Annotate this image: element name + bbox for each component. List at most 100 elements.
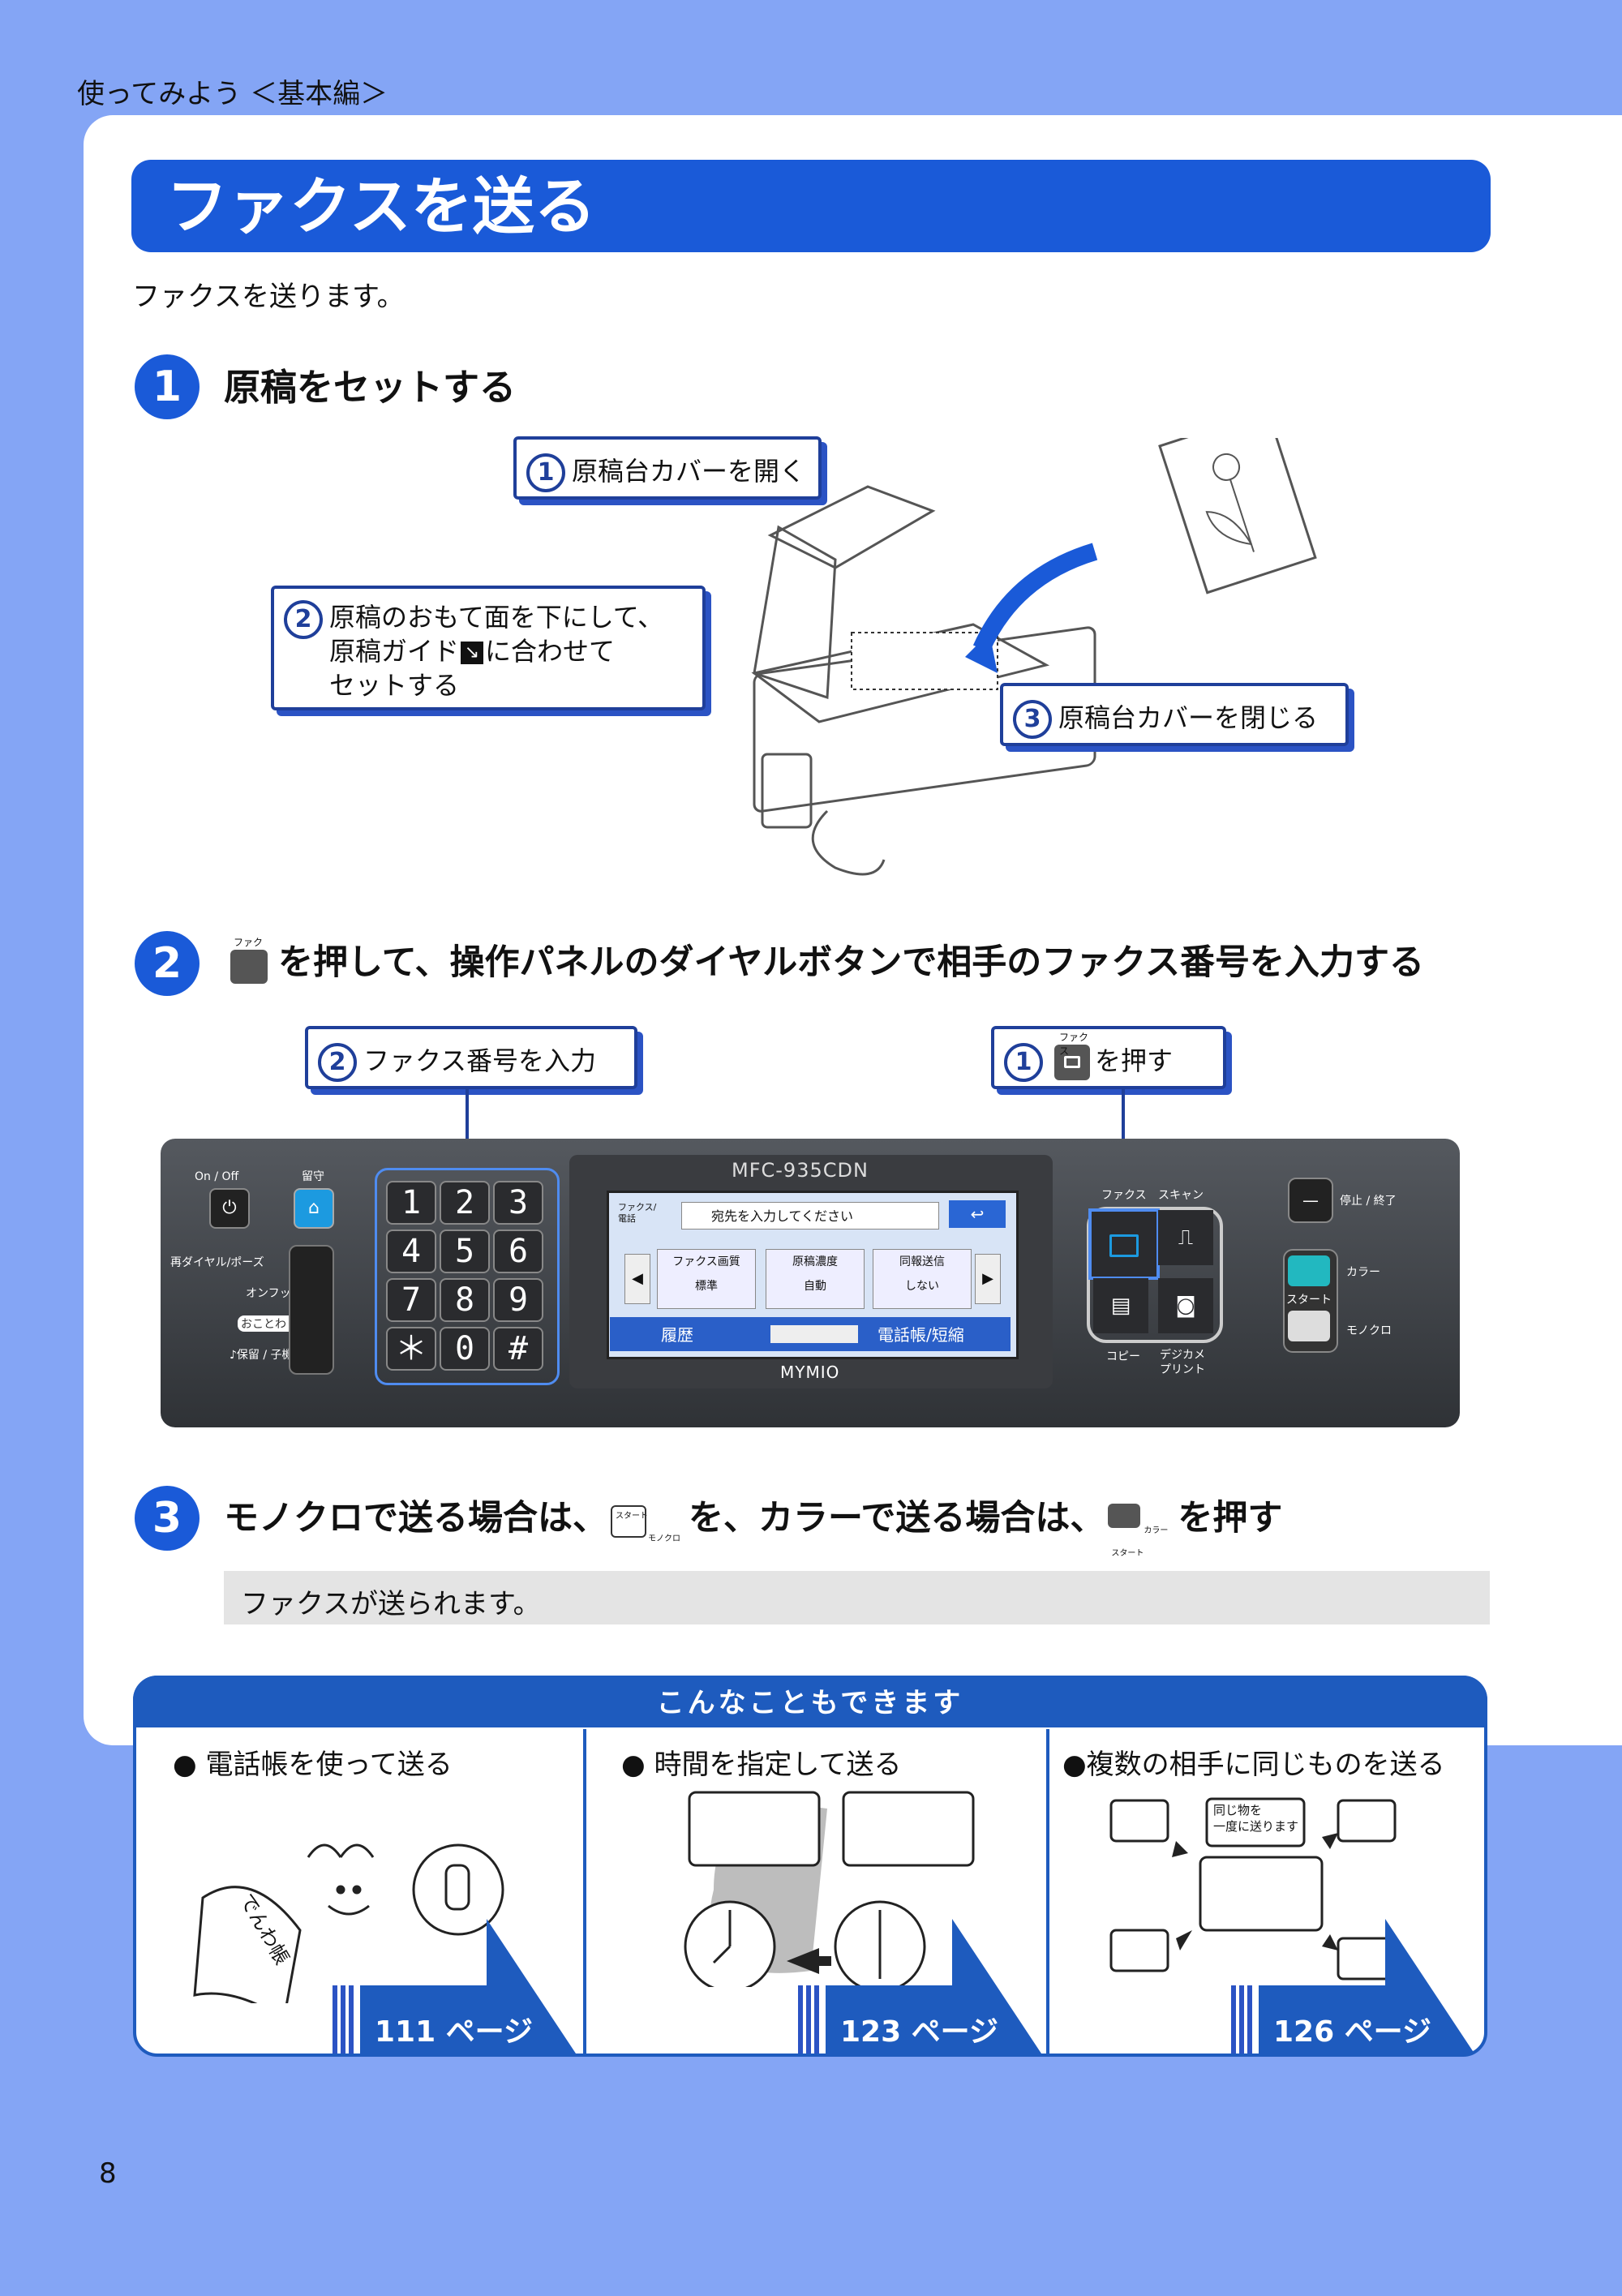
callout-number: 3 — [1013, 700, 1052, 739]
mono-start-button[interactable] — [1288, 1311, 1330, 1341]
page-arrow-111 — [333, 1919, 576, 2054]
guide-arrow-icon: ↘ — [461, 642, 484, 664]
back-button[interactable]: ↩ — [949, 1200, 1006, 1228]
copy-mode-label: コピー — [1106, 1350, 1140, 1363]
color-label: カラー — [1346, 1266, 1380, 1279]
brand-logo: MYMIO — [780, 1363, 840, 1382]
lcd-option-broadcast[interactable]: 同報送信しない — [873, 1249, 972, 1309]
step-1-title: 原稿をセットする — [224, 366, 517, 409]
lcd-right-arrow[interactable]: ▶ — [975, 1254, 1001, 1304]
okotowari-label: おことわり — [238, 1315, 301, 1332]
page-number: 8 — [99, 2157, 117, 2190]
page-link-126[interactable]: 126 ページ — [1273, 2015, 1431, 2049]
connector-line — [466, 1089, 469, 1170]
stop-button[interactable]: — — [1288, 1178, 1333, 1223]
result-note-bar — [224, 1571, 1490, 1624]
hold-label: ♪保留 / 子機 — [230, 1349, 294, 1362]
start-label: スタート — [1286, 1294, 1332, 1307]
answer-label: 留守 — [302, 1170, 324, 1183]
key-8[interactable]: 8 — [440, 1278, 490, 1322]
callout-number: 2 — [318, 1043, 357, 1082]
phonebook-button[interactable]: 電話帳/短縮 — [878, 1325, 964, 1345]
lcd-option-density[interactable]: 原稿濃度自動 — [766, 1249, 865, 1309]
key-star[interactable]: ＊ — [386, 1327, 436, 1371]
model-name: MFC-935CDN — [732, 1159, 869, 1182]
power-label: On / Off — [195, 1170, 239, 1183]
lcd-progress — [770, 1325, 858, 1343]
callout-number: 2 — [284, 600, 323, 639]
open-cover-outline — [767, 485, 936, 569]
step-3-number: 3 — [135, 1486, 200, 1551]
step-3-title-part-b: を、カラーで送る場合は、 — [689, 1498, 1105, 1539]
key-9[interactable]: 9 — [493, 1278, 543, 1322]
destination-field[interactable]: 宛先を入力してください — [681, 1202, 939, 1230]
color-start-button[interactable] — [1288, 1255, 1330, 1286]
timer-illustration — [684, 1791, 975, 1987]
answer-button[interactable]: ⌂ — [294, 1188, 334, 1229]
callout-line-1: 原稿のおもて面を下にして、 — [329, 602, 664, 633]
lcd-mode-tab: ファクス/電話 — [618, 1202, 657, 1224]
tip-heading-timer: ● 時間を指定して送る — [621, 1749, 902, 1781]
tips-divider — [583, 1729, 586, 2054]
intro-text: ファクスを送ります。 — [132, 281, 405, 313]
redial-label: 再ダイヤル/ポーズ — [170, 1256, 264, 1269]
key-2[interactable]: 2 — [440, 1181, 490, 1225]
title-bar — [131, 160, 1491, 252]
stop-label: 停止 / 終了 — [1340, 1195, 1397, 1208]
key-3[interactable]: 3 — [493, 1181, 543, 1225]
step-3-title-part-a: モノクロで送る場合は、 — [224, 1498, 607, 1539]
tip-heading-broadcast: ●複数の相手に同じものを送る — [1062, 1749, 1445, 1781]
callout-place-document: 2 原稿のおもて面を下にして、 原稿ガイド↘に合わせて セットする — [271, 586, 706, 710]
step-2-number: 2 — [135, 931, 200, 996]
step-3-title-part-c: を押す — [1178, 1498, 1283, 1539]
photo-mode-button[interactable]: ◙ — [1158, 1278, 1213, 1333]
page-title: ファクスを送る — [166, 170, 596, 242]
broadcast-illustration — [1109, 1797, 1397, 1981]
callout-number: 1 — [526, 453, 565, 492]
power-button[interactable]: ⏻ — [209, 1188, 250, 1229]
page-arrow-126 — [1231, 1919, 1474, 2054]
key-6[interactable]: 6 — [493, 1230, 543, 1273]
copy-mode-button[interactable]: ▤ — [1093, 1278, 1148, 1333]
fax-mode-button[interactable] — [1088, 1208, 1160, 1280]
key-1[interactable]: 1 — [386, 1181, 436, 1225]
key-0[interactable]: 0 — [440, 1327, 490, 1371]
page-link-123[interactable]: 123 ページ — [840, 2015, 998, 2049]
fax-icon — [1109, 1234, 1139, 1257]
step-1-number: 1 — [135, 354, 200, 419]
mono-label: モノクロ — [1346, 1324, 1392, 1337]
key-5[interactable]: 5 — [440, 1230, 490, 1273]
fax-key-icon: ファクス — [230, 935, 268, 984]
tips-header — [133, 1676, 1487, 1727]
photo-mode-label: デジカメプリント — [1160, 1349, 1205, 1376]
phonebook-illustration — [193, 1843, 504, 2003]
key-4[interactable]: 4 — [386, 1230, 436, 1273]
dial-keypad: 1 2 3 4 5 6 7 8 9 ＊ 0 # — [375, 1168, 555, 1380]
breadcrumb: 使ってみよう ＜基本編＞ — [77, 78, 388, 110]
callout-line-2b: に合わせて — [485, 636, 616, 667]
key-7[interactable]: 7 — [386, 1278, 436, 1322]
left-button-column[interactable] — [289, 1245, 334, 1375]
lcd-left-arrow[interactable]: ◀ — [624, 1254, 650, 1304]
page-link-111[interactable]: 111 ページ — [375, 2015, 533, 2049]
tips-divider — [1046, 1729, 1049, 2054]
callout-line-2: 原稿ガイド — [329, 636, 460, 667]
callout-text: を押す — [1095, 1045, 1174, 1076]
close-arrow — [972, 543, 1098, 653]
step-3-title: モノクロで送る場合は、 スタート モノクロ を、カラーで送る場合は、 カラー ス… — [224, 1494, 1283, 1558]
page-arrow-123 — [798, 1919, 1041, 2054]
history-button[interactable]: 履歴 — [661, 1325, 693, 1345]
scan-mode-label: スキャン — [1158, 1189, 1204, 1202]
keypad-highlight — [375, 1168, 560, 1385]
key-hash[interactable]: # — [493, 1327, 543, 1371]
result-note: ファクスが送られます。 — [241, 1588, 541, 1620]
lcd-option-quality[interactable]: ファクス画質標準 — [657, 1249, 756, 1309]
tips-title: こんなこともできます — [656, 1687, 964, 1719]
callout-line-3: セットする — [329, 670, 460, 701]
handset-cord — [811, 809, 886, 876]
scan-mode-button[interactable]: ⎍ — [1158, 1210, 1213, 1265]
